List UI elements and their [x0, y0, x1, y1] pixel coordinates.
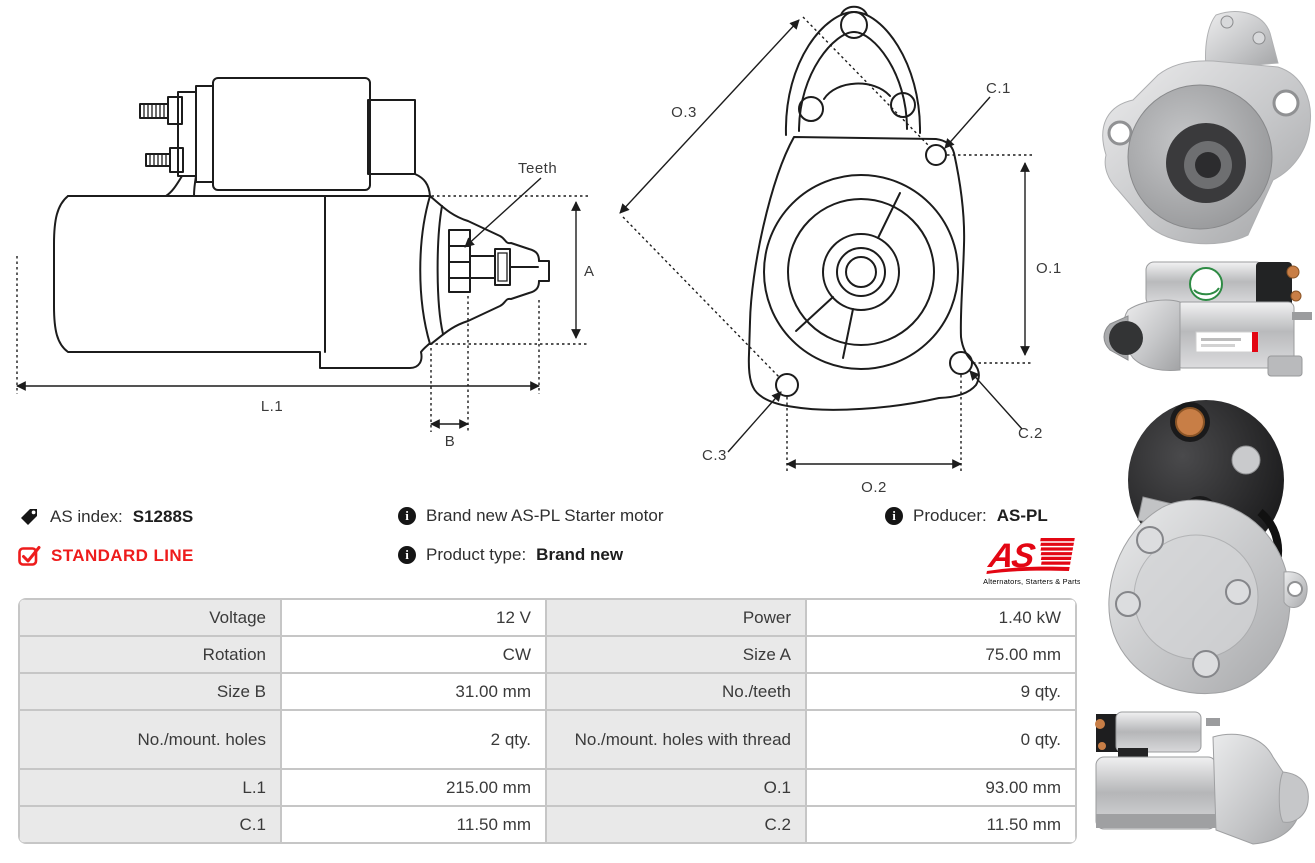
logo-tagline: Alternators, Starters & Parts: [983, 577, 1080, 586]
spec-value: 215.00 mm: [281, 769, 546, 806]
info-icon: i: [398, 546, 416, 564]
product-photo-angled: [1088, 702, 1315, 858]
drive-end-outline: [430, 196, 549, 344]
spec-label: Size B: [19, 673, 281, 710]
spec-value: 75.00 mm: [806, 636, 1076, 673]
spec-label: Rotation: [19, 636, 281, 673]
spec-label: No./teeth: [546, 673, 806, 710]
product-photo-rear: [1088, 392, 1315, 700]
spec-row-mount-holes: No./mount. holes 2 qty. No./mount. holes…: [19, 710, 1076, 769]
dim-label-c2: C.2: [1018, 425, 1043, 442]
standard-line-row: STANDARD LINE: [18, 545, 194, 566]
spec-table: Voltage 12 V Power 1.40 kW Rotation CW S…: [18, 598, 1077, 844]
producer-label: Producer:: [913, 506, 987, 525]
spec-row-l1-o1: L.1 215.00 mm O.1 93.00 mm: [19, 769, 1076, 806]
spec-value: 0 qty.: [806, 710, 1076, 769]
product-type-row: i Product type: Brand new: [398, 545, 623, 565]
producer-row: i Producer: AS-PL: [885, 506, 1048, 526]
spec-label: O.1: [546, 769, 806, 806]
side-view-dimensions: A Teeth L.1 B: [16, 160, 595, 450]
spec-value: 9 qty.: [806, 673, 1076, 710]
spec-value: 2 qty.: [281, 710, 546, 769]
standard-line-label: STANDARD LINE: [51, 545, 194, 565]
producer-value: AS-PL: [996, 506, 1048, 525]
dim-label-b: B: [445, 433, 456, 450]
as-index-label: AS index:: [50, 507, 123, 526]
hole-c3: [776, 374, 798, 396]
spec-row-c1-c2: C.1 11.50 mm C.2 11.50 mm: [19, 806, 1076, 843]
description-row: i Brand new AS-PL Starter motor: [398, 506, 663, 526]
dim-label-a: A: [584, 263, 595, 280]
spec-value: CW: [281, 636, 546, 673]
spec-row-rotation-sizea: Rotation CW Size A 75.00 mm: [19, 636, 1076, 673]
spec-label: L.1: [19, 769, 281, 806]
spec-value: 93.00 mm: [806, 769, 1076, 806]
front-view-drawing: O.3 C.1 O.1 C.2 C.3 O.2: [619, 0, 1062, 496]
spec-row-sizeb-teeth: Size B 31.00 mm No./teeth 9 qty.: [19, 673, 1076, 710]
spec-label: No./mount. holes: [19, 710, 281, 769]
checkbox-checked-icon: [18, 546, 41, 566]
dim-label-c3: C.3: [702, 447, 727, 464]
spec-value: 11.50 mm: [281, 806, 546, 843]
hole-c1: [926, 145, 946, 165]
product-type-label: Product type:: [426, 545, 527, 564]
side-view-drawing: A Teeth L.1 B: [16, 60, 595, 450]
spec-value: 12 V: [281, 599, 546, 636]
product-photo-front: [1088, 5, 1315, 248]
description-text: Brand new AS-PL Starter motor: [426, 506, 664, 525]
dim-label-o3: O.3: [671, 104, 697, 121]
spec-value: 1.40 kW: [806, 599, 1076, 636]
info-icon: i: [885, 507, 903, 525]
spec-label: C.1: [19, 806, 281, 843]
product-type-value: Brand new: [536, 545, 624, 564]
dim-label-o1: O.1: [1036, 260, 1062, 277]
spec-value: 11.50 mm: [806, 806, 1076, 843]
spec-row-voltage-power: Voltage 12 V Power 1.40 kW: [19, 599, 1076, 636]
spec-label: C.2: [546, 806, 806, 843]
motor-body-outline: [54, 174, 430, 368]
spec-label: Voltage: [19, 599, 281, 636]
dim-label-o2: O.2: [861, 479, 887, 496]
spec-label: Power: [546, 599, 806, 636]
mounting-flange-outline: [749, 137, 979, 410]
tag-icon: [21, 509, 37, 525]
dim-label-c1: C.1: [986, 80, 1011, 97]
spec-label: No./mount. holes with thread: [546, 710, 806, 769]
dim-label-l1: L.1: [261, 398, 283, 415]
solenoid-outline: [140, 78, 415, 196]
spec-label: Size A: [546, 636, 806, 673]
as-index-value: S1288S: [132, 507, 194, 526]
front-view-dimensions: O.3 C.1 O.1 C.2 C.3 O.2: [619, 17, 1062, 496]
hole-c2: [950, 352, 972, 374]
product-photo-side: [1088, 250, 1315, 390]
info-icon: i: [398, 507, 416, 525]
as-pl-logo: AS Alternators, Starters & Parts: [980, 531, 1081, 587]
dim-label-teeth: Teeth: [518, 160, 557, 177]
spec-value: 31.00 mm: [281, 673, 546, 710]
as-index-row: AS index: S1288S: [18, 506, 193, 528]
